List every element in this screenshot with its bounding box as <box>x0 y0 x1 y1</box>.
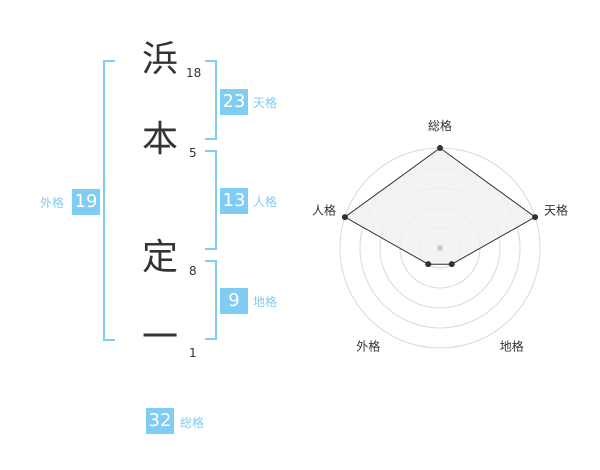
jinkaku-label: 人格 <box>253 195 278 209</box>
tenkaku-label: 天格 <box>253 96 278 110</box>
radar-data-point <box>341 214 348 221</box>
soukaku-badge: 32 <box>146 408 174 434</box>
radar-data-point <box>425 261 432 268</box>
radar-axis-label: 人格 <box>312 202 336 217</box>
chikaku-bracket <box>205 260 217 340</box>
radar-data-polygon <box>343 147 537 265</box>
soukaku-label: 総格 <box>180 416 205 430</box>
name-char-3: 定 <box>141 237 178 278</box>
stroke-count-3: 8 <box>189 264 197 278</box>
radar-axis-label: 天格 <box>544 202 568 217</box>
radar-center-dot <box>437 245 443 251</box>
gaikaku-label: 外格 <box>40 196 65 210</box>
radar-axis-label: 総格 <box>428 118 452 133</box>
stroke-count-2: 5 <box>189 146 197 160</box>
radar-axis-label: 外格 <box>356 339 380 354</box>
tenkaku-bracket <box>205 60 217 140</box>
name-char-4: 一 <box>141 317 178 358</box>
radar-data-point <box>532 214 539 221</box>
stroke-count-4: 1 <box>189 346 197 360</box>
radar-data-point <box>437 145 443 151</box>
jinkaku-bracket <box>205 150 217 250</box>
chikaku-badge: 9 <box>220 288 248 314</box>
gaikaku-bracket <box>103 60 115 341</box>
radar-data-point <box>448 261 455 268</box>
gaikaku-badge: 19 <box>72 189 100 215</box>
radar-axis-label: 地格 <box>500 339 524 354</box>
stroke-count-1: 18 <box>186 66 202 80</box>
tenkaku-badge: 23 <box>220 89 248 115</box>
jinkaku-badge: 13 <box>220 188 248 214</box>
chikaku-label: 地格 <box>253 295 278 309</box>
name-char-1: 浜 <box>141 39 178 80</box>
name-char-2: 本 <box>141 119 178 160</box>
